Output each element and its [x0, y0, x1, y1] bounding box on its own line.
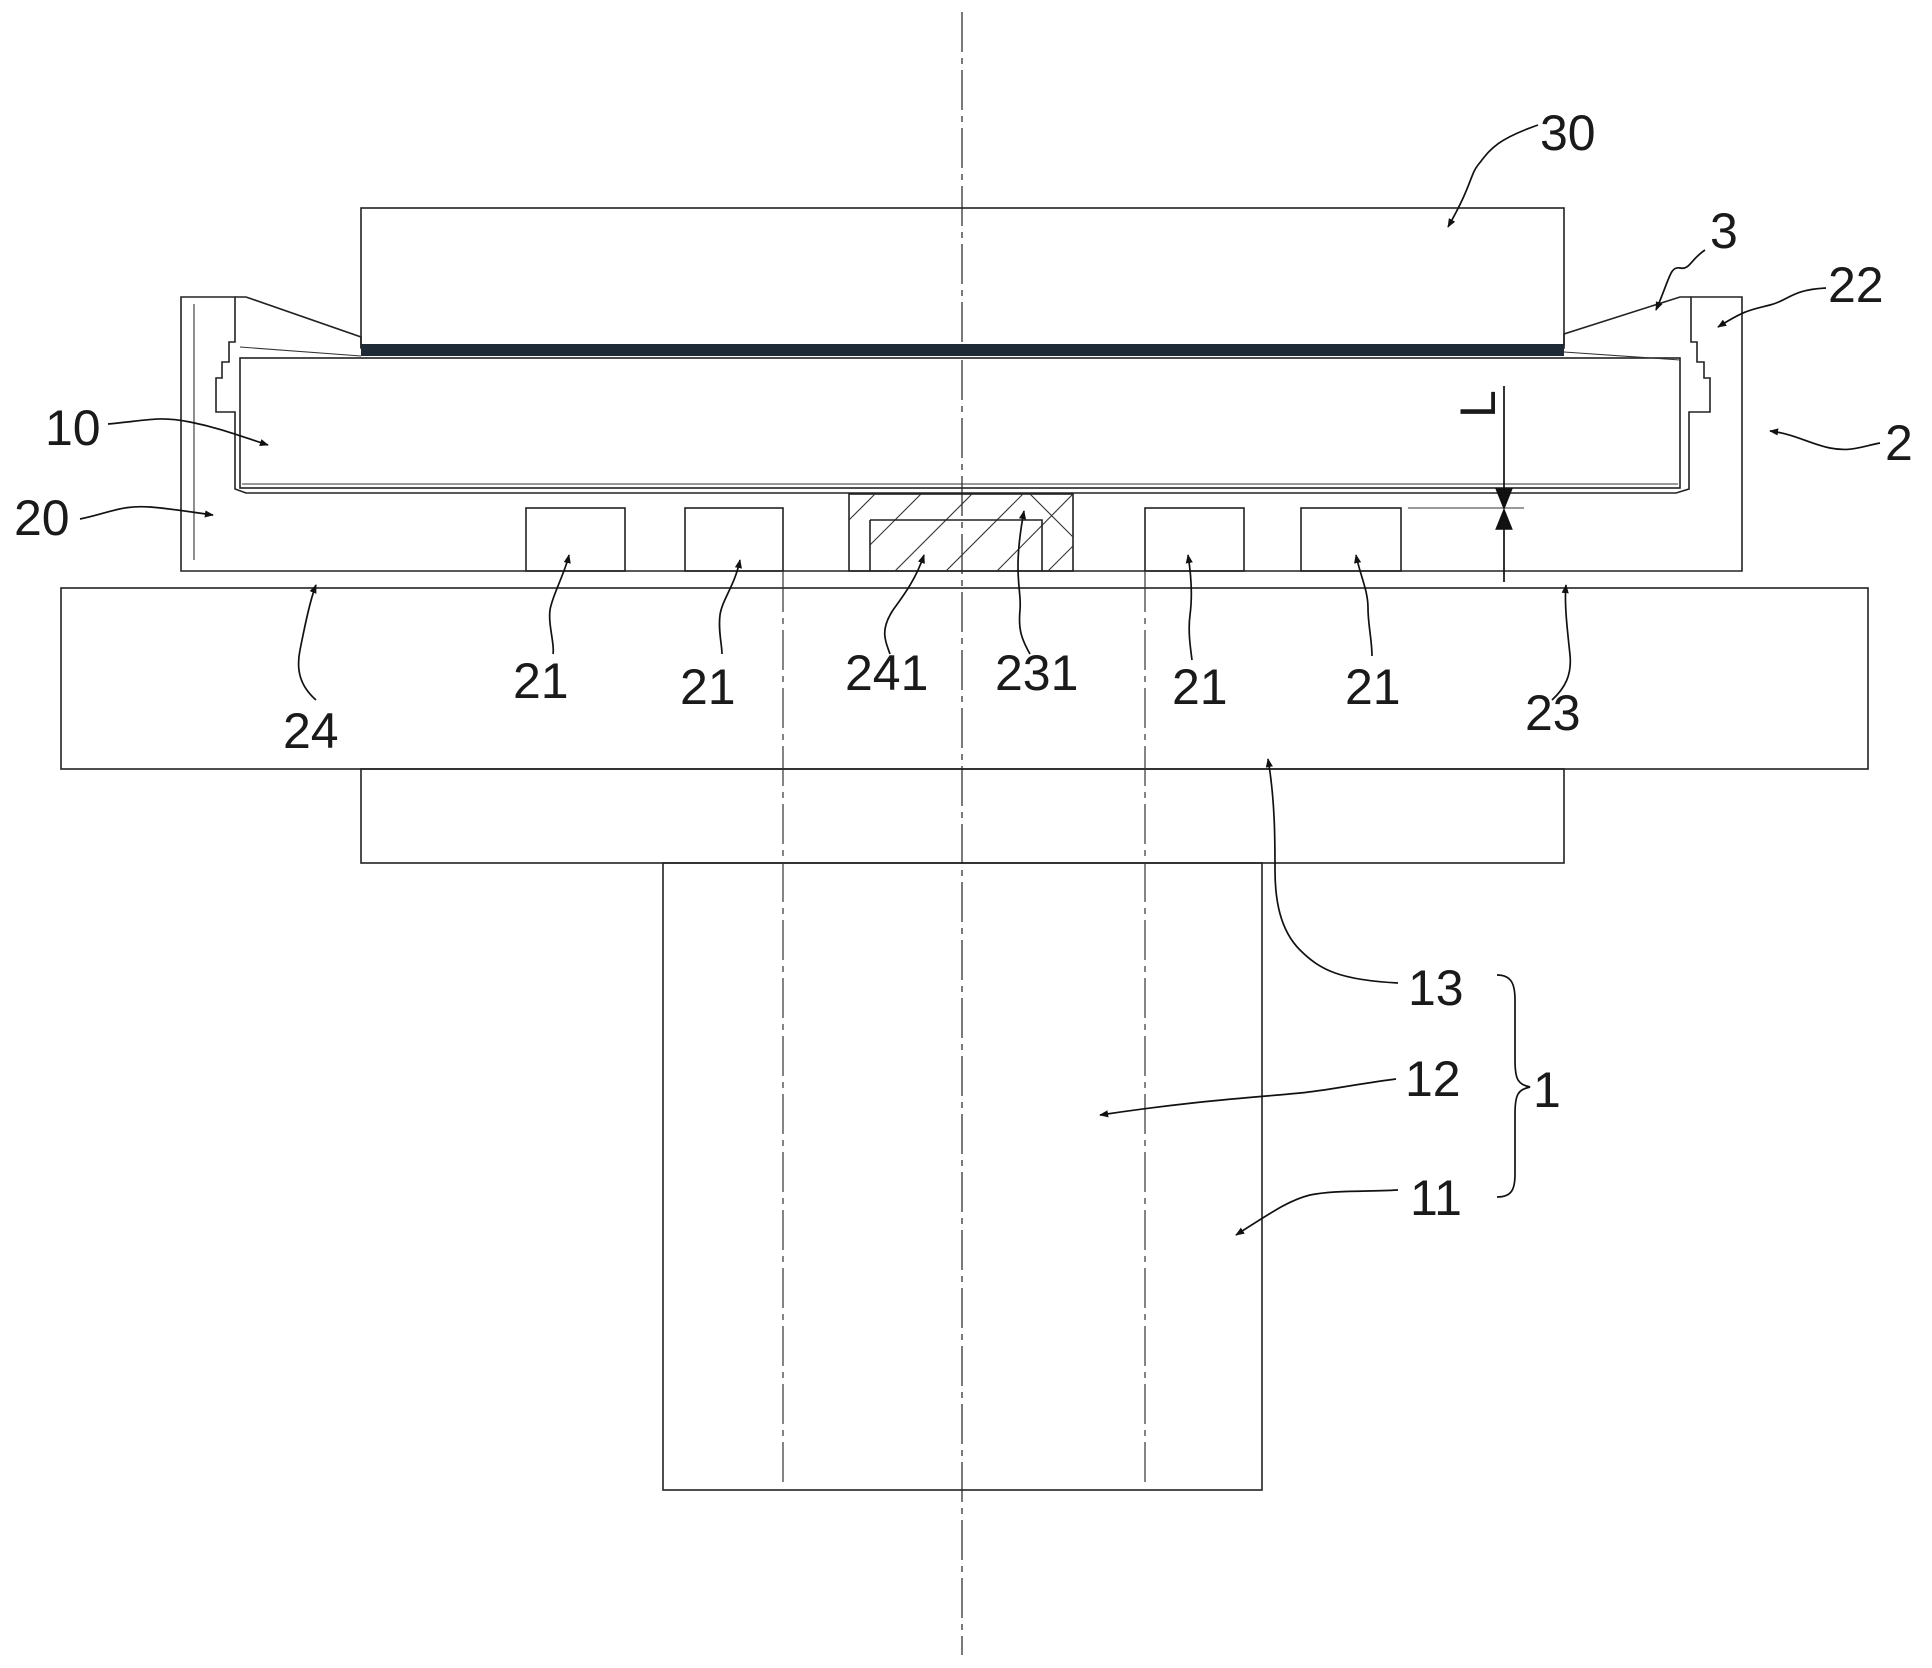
- label-1: 1: [1533, 1062, 1561, 1118]
- leader-10: [107, 418, 269, 446]
- clamp-3: [235, 296, 1691, 361]
- leader-21-2: [718, 559, 742, 655]
- leader-21-1: [548, 554, 571, 655]
- suction-pad-21-1: [525, 507, 626, 572]
- label-24: 24: [283, 703, 339, 759]
- leader-24: [297, 584, 317, 701]
- carrier-2-outline: [180, 296, 1743, 572]
- leader-2: [1769, 428, 1881, 451]
- leader-241: [883, 554, 925, 655]
- label-30: 30: [1540, 105, 1596, 161]
- leader-21-3: [1185, 554, 1193, 661]
- label-10: 10: [45, 400, 101, 456]
- leader-22: [1717, 287, 1827, 328]
- label-12: 12: [1405, 1051, 1461, 1107]
- label-L: L: [1450, 390, 1506, 418]
- brace-1: [1496, 974, 1531, 1198]
- label-11: 11: [1410, 1170, 1462, 1226]
- leader-20: [79, 505, 214, 520]
- leader-12: [1099, 1078, 1397, 1118]
- label-23: 23: [1525, 685, 1581, 741]
- suction-pad-21-2: [684, 507, 784, 572]
- leader-231: [1017, 510, 1031, 655]
- leader-13: [1265, 758, 1399, 984]
- center-block-241-231: [848, 493, 1074, 572]
- wafer-10: [239, 357, 1681, 489]
- label-21-1: 21: [513, 653, 569, 709]
- label-231: 231: [995, 645, 1078, 701]
- label-2: 2: [1885, 415, 1913, 471]
- bonding-layer: [361, 344, 1564, 356]
- label-3: 3: [1710, 203, 1738, 259]
- suction-pad-21-3: [1144, 507, 1245, 572]
- label-22: 22: [1828, 257, 1884, 313]
- shaft-11: [662, 862, 1263, 1491]
- label-241: 241: [845, 645, 928, 701]
- leader-21-4: [1354, 554, 1373, 657]
- leader-3: [1655, 249, 1706, 311]
- leader-30: [1447, 124, 1539, 228]
- leader-11: [1235, 1189, 1399, 1236]
- suction-pad-21-4: [1300, 507, 1402, 572]
- label-13: 13: [1408, 960, 1464, 1016]
- label-21-3: 21: [1172, 659, 1228, 715]
- label-21-2: 21: [680, 659, 736, 715]
- label-20: 20: [14, 490, 70, 546]
- leader-23: [1551, 584, 1572, 701]
- label-21-4: 21: [1345, 659, 1401, 715]
